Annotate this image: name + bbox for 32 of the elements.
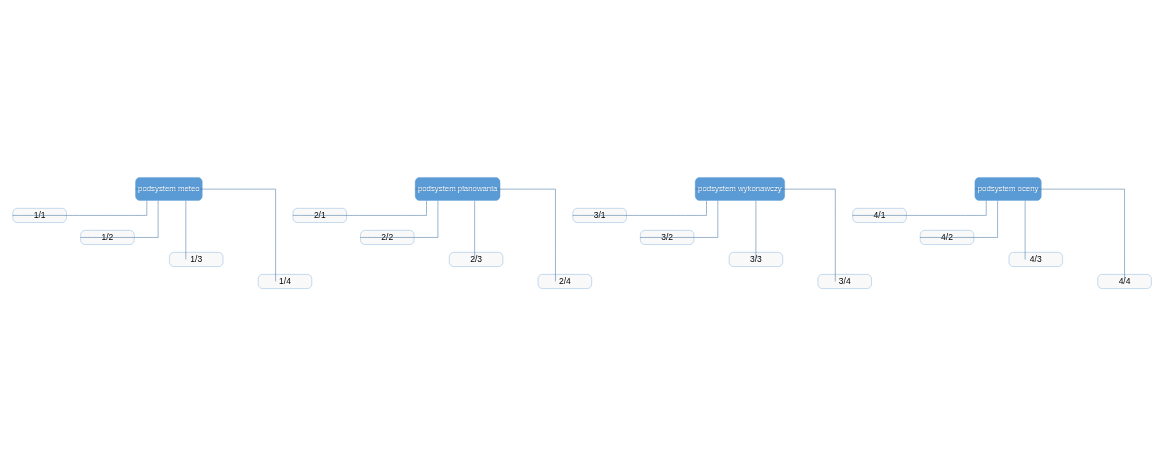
- node-box: 3/1: [572, 208, 627, 223]
- node-box: 4/3: [1008, 252, 1063, 267]
- connector: [1024, 200, 1026, 260]
- connector: [415, 188, 556, 282]
- connector: [639, 200, 719, 238]
- connector: [755, 200, 757, 260]
- node-box: 2/2: [360, 230, 415, 245]
- node-box: 2/3: [449, 252, 504, 267]
- connector: [572, 200, 707, 216]
- connector: [185, 200, 187, 260]
- node-box: 3/3: [728, 252, 783, 267]
- node-box: 3/2: [640, 230, 695, 245]
- node-box: 1/3: [169, 252, 224, 267]
- connector: [292, 200, 427, 216]
- node-box: 4/1: [852, 208, 907, 223]
- connector: [12, 200, 148, 216]
- node-box: 1/2: [80, 230, 135, 245]
- node-box: 1/1: [12, 208, 67, 223]
- connector: [80, 200, 159, 238]
- node-box: 4/2: [920, 230, 974, 245]
- connector: [852, 200, 987, 216]
- connector: [360, 200, 439, 238]
- connector: [974, 188, 1125, 282]
- connector: [919, 200, 998, 238]
- connector: [694, 188, 836, 282]
- connector: [135, 188, 276, 282]
- node-box: 3/4: [817, 274, 872, 289]
- node-box: 4/4: [1097, 274, 1152, 289]
- node-box: 2/4: [537, 274, 592, 289]
- connector: [474, 200, 475, 260]
- node-box: 2/1: [292, 208, 347, 223]
- node-box: 1/4: [258, 274, 312, 289]
